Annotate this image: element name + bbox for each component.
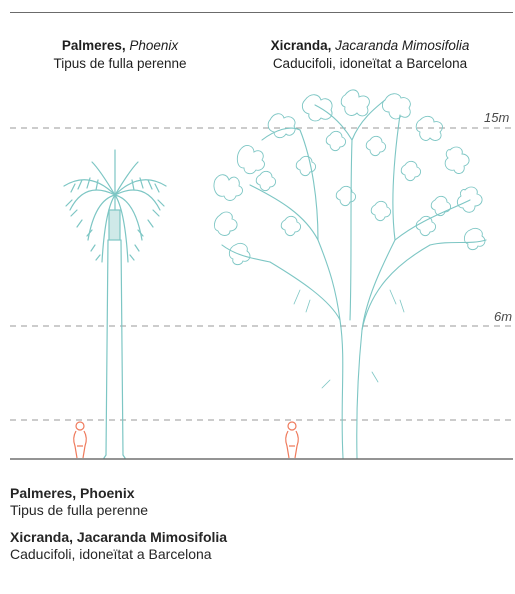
person-silhouette-palm — [73, 421, 87, 459]
palm-caption-text: Tipus de fulla perenne — [10, 502, 149, 518]
palm-tree-illustration — [63, 149, 167, 459]
top-divider — [10, 12, 513, 13]
jacaranda-caption-title: Xicranda, Jacaranda Mimosifolia — [10, 529, 228, 545]
palm-caption: Palmeres, Phoenix Tipus de fulla perenne — [10, 485, 148, 519]
jacaranda-header: Xicranda, Jacaranda Mimosifolia Caducifo… — [230, 37, 510, 73]
jacaranda-caption-text: Caducifoli, idoneïtat a Barcelona — [10, 546, 212, 562]
palm-header: Palmeres, Phoenix Tipus de fulla perenne — [20, 37, 220, 73]
palm-caption-title: Palmeres, Phoenix — [10, 485, 135, 501]
jacaranda-tree-illustration — [213, 89, 487, 459]
palm-common-name: Palmeres, — [61, 38, 126, 53]
tree-height-diagram — [10, 89, 513, 460]
palm-scientific-name: Phoenix — [129, 38, 179, 53]
jacaranda-caption: Xicranda, Jacaranda Mimosifolia Caducifo… — [10, 529, 227, 563]
height-label-6m: 6m — [494, 309, 513, 324]
person-silhouette-jacaranda — [285, 421, 299, 459]
palm-leaf-type: Tipus de fulla perenne — [53, 56, 187, 71]
height-label-15m: 15m — [484, 110, 510, 125]
jacaranda-scientific-name: Jacaranda Mimosifolia — [335, 38, 470, 53]
jacaranda-leaf-type: Caducifoli, idoneïtat a Barcelona — [272, 56, 468, 71]
jacaranda-common-name: Xicranda, — [270, 38, 332, 53]
